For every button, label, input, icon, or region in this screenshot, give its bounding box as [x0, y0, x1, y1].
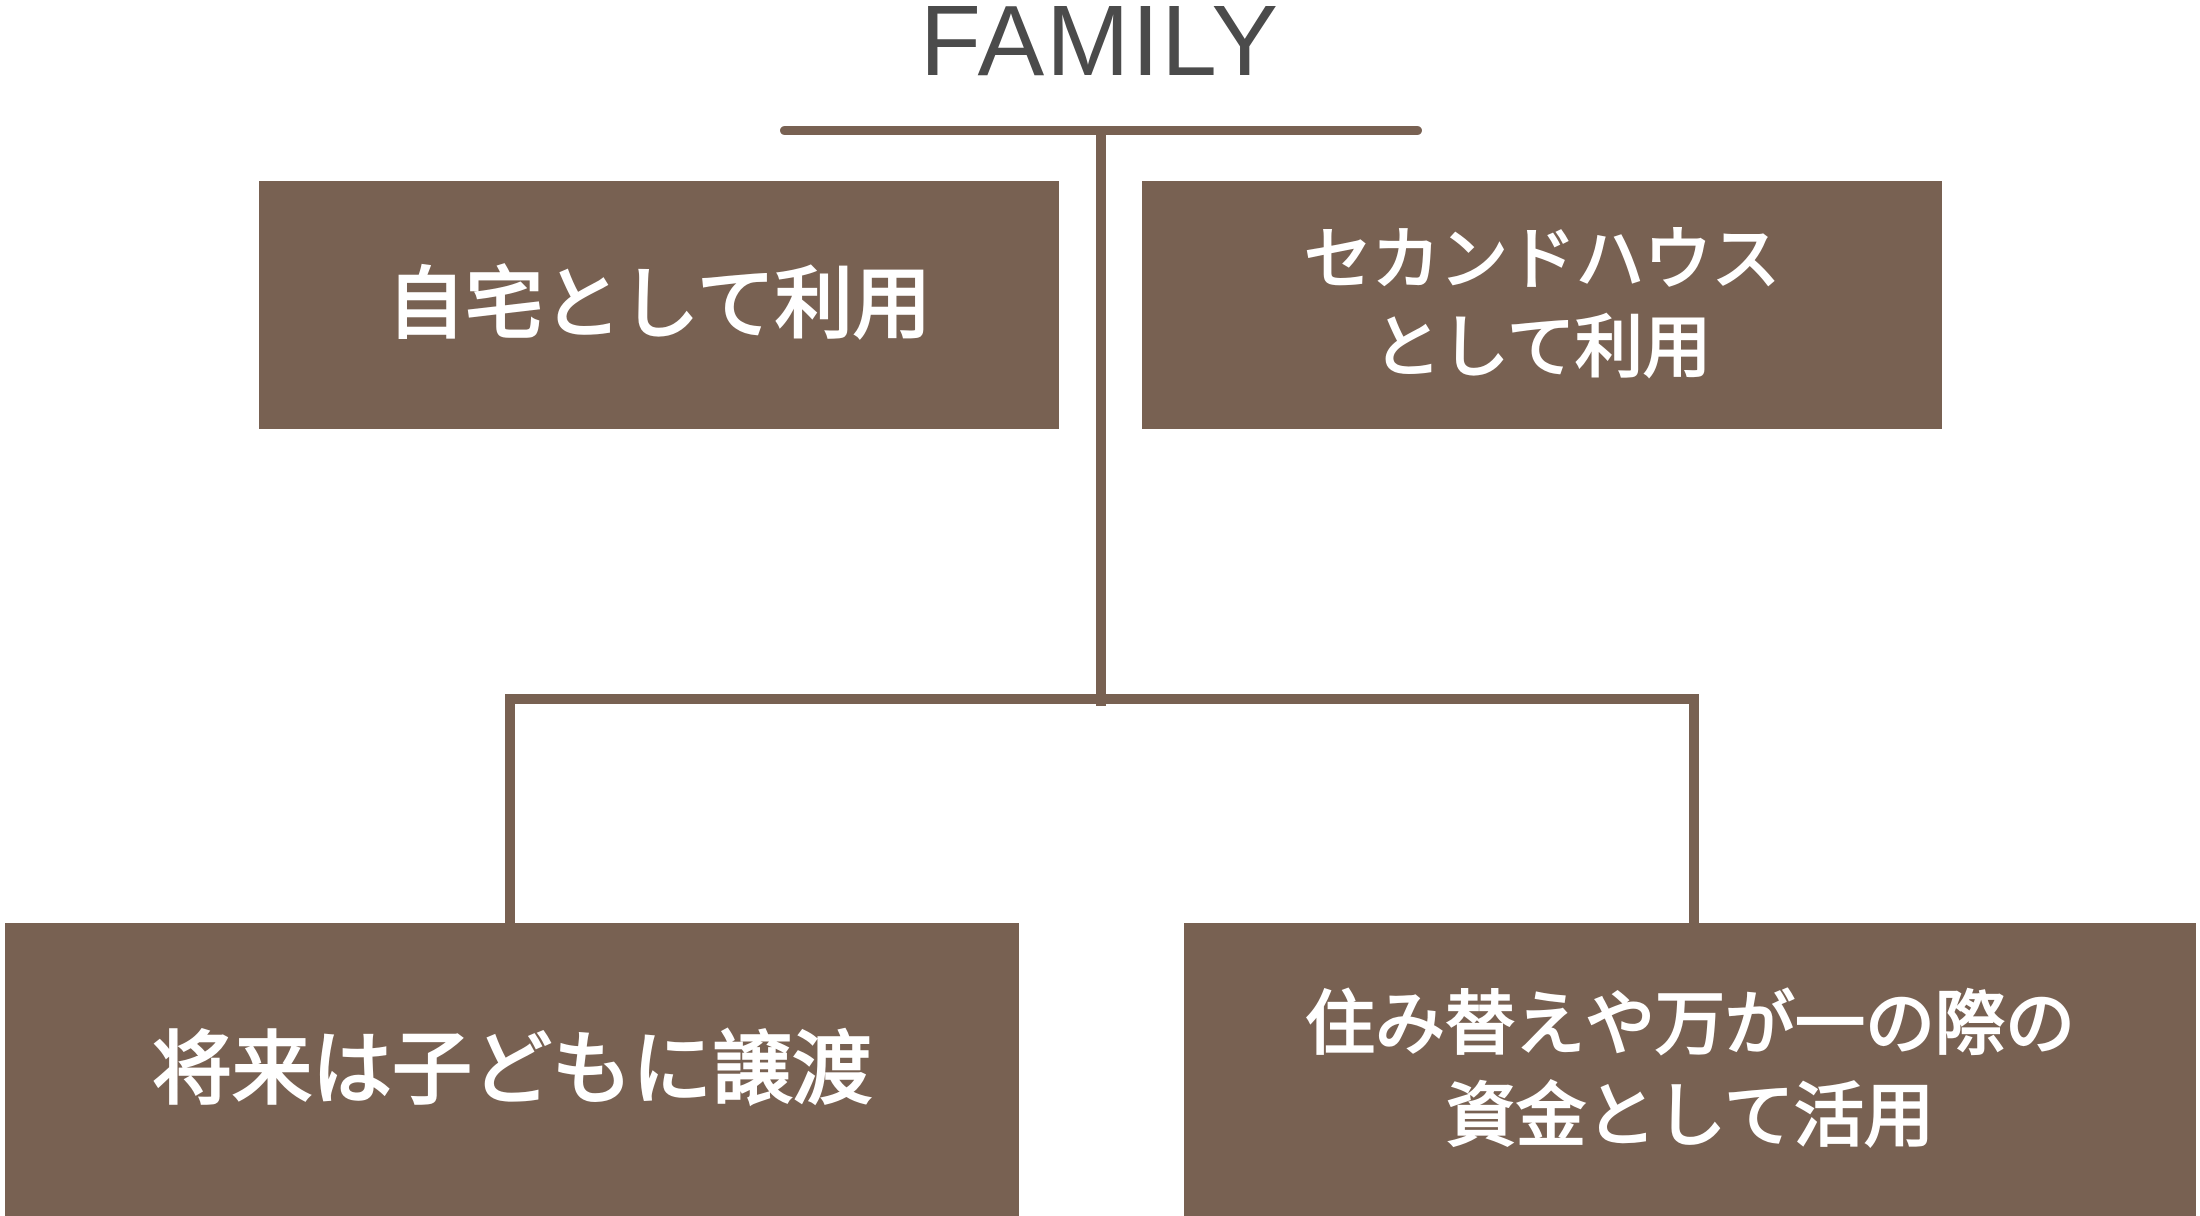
node-bottom-left-label: 将来は子どもに譲渡 — [152, 1022, 872, 1116]
node-bottom-left: 将来は子どもに譲渡 — [5, 923, 1019, 1216]
node-top-left-label: 自宅として利用 — [387, 260, 931, 350]
right-branch-connector — [1689, 694, 1699, 926]
node-top-right: セカンドハウス として利用 — [1142, 181, 1942, 429]
left-branch-connector — [505, 694, 515, 926]
node-bottom-right: 住み替えや万が一の際の 資金として活用 — [1184, 923, 2196, 1216]
node-top-right-label: セカンドハウス として利用 — [1303, 221, 1780, 388]
bottom-horizontal-connector — [505, 694, 1699, 704]
diagram-title: FAMILY — [919, 0, 1281, 97]
node-bottom-right-label: 住み替えや万が一の際の 資金として活用 — [1305, 982, 2075, 1157]
node-top-left: 自宅として利用 — [259, 181, 1059, 429]
central-vertical-connector — [1096, 130, 1106, 706]
